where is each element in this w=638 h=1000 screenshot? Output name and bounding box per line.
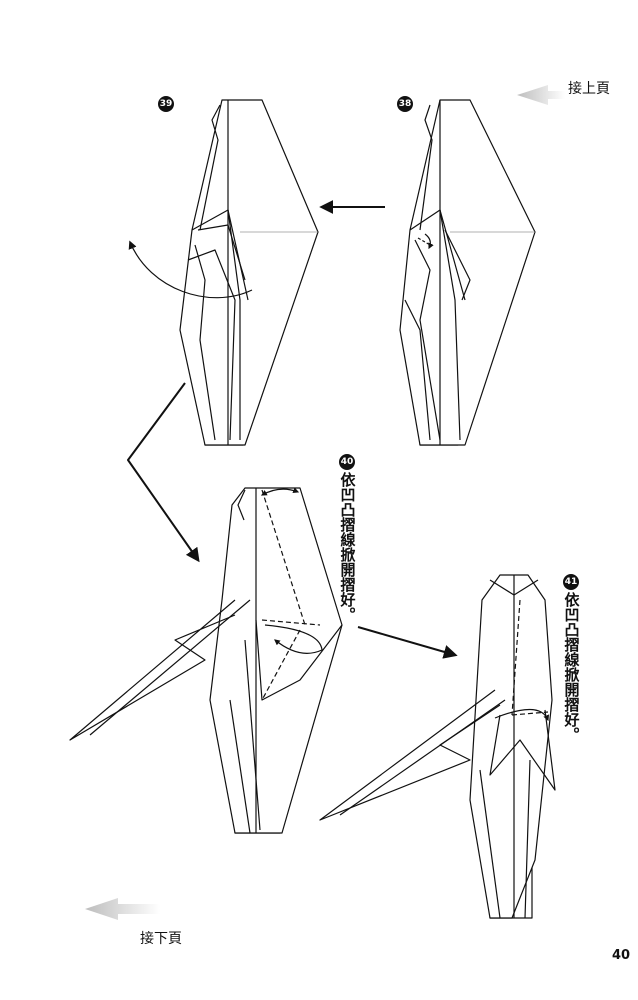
- fold-arrow-40-mid: [264, 624, 323, 654]
- fold-arrow-38: [424, 233, 434, 250]
- figure-step-40: [69, 487, 343, 834]
- continue-to-next-label: 接下頁: [140, 931, 182, 947]
- instruction-text-40: 依凹凸摺線掀開摺好。: [338, 472, 357, 622]
- figure-step-41: [319, 574, 556, 919]
- rotate-arrow-39: [128, 240, 253, 299]
- prev-page-arrow: [517, 85, 565, 105]
- instruction-text-41: 依凹凸摺線掀開摺好。: [562, 592, 581, 742]
- fold-arrow-41: [494, 708, 549, 722]
- arrow-40-to-41: [357, 626, 458, 659]
- page-number: 40: [612, 948, 631, 963]
- figure-step-38: [399, 99, 536, 446]
- instruction-step-40: 40 依凹凸摺線掀開摺好。: [338, 454, 357, 622]
- figure-step-39: [179, 99, 319, 446]
- step-number-39: 39: [158, 96, 174, 112]
- step-number-38: 38: [397, 96, 413, 112]
- instruction-step-41: 41 依凹凸摺線掀開摺好。: [562, 574, 581, 742]
- fold-arrow-40-top: [260, 487, 300, 496]
- step-number-40: 40: [339, 454, 355, 470]
- next-page-arrow: [85, 898, 160, 920]
- step-number-41: 41: [563, 574, 579, 590]
- arrow-39-to-40: [127, 382, 200, 563]
- continue-from-prev-label: 接上頁: [568, 81, 610, 97]
